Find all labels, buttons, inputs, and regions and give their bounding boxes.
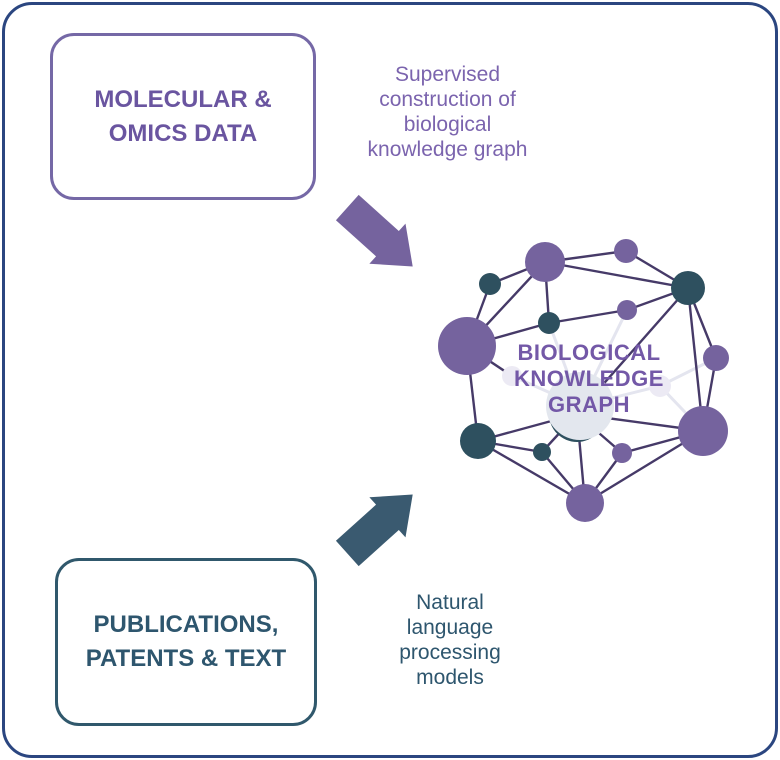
graph-node bbox=[566, 484, 604, 522]
graph-node bbox=[460, 423, 496, 459]
graph-node bbox=[612, 443, 632, 463]
nlp-caption: Natural language processing models bbox=[399, 591, 501, 689]
supervised-arrow bbox=[335, 194, 413, 267]
knowledge-graph-label: BIOLOGICAL KNOWLEDGE GRAPH bbox=[514, 340, 664, 417]
molecular-omics-box: MOLECULAR & OMICS DATA bbox=[50, 33, 316, 200]
graph-label-disc bbox=[546, 372, 614, 440]
graph-node bbox=[671, 271, 705, 305]
graph-node bbox=[502, 366, 522, 386]
graph-edge bbox=[543, 260, 690, 290]
graph-node bbox=[649, 375, 671, 397]
graph-node bbox=[438, 317, 496, 375]
graph-node bbox=[479, 273, 501, 295]
nlp-arrow bbox=[335, 494, 413, 567]
publications-patents-label: PUBLICATIONS, PATENTS & TEXT bbox=[85, 611, 287, 672]
graph-node bbox=[525, 242, 565, 282]
graph-node bbox=[538, 312, 560, 334]
supervised-caption: Supervised construction of biological kn… bbox=[367, 63, 528, 161]
graph-edge bbox=[547, 308, 629, 325]
graph-node bbox=[614, 239, 638, 263]
publications-patents-box: PUBLICATIONS, PATENTS & TEXT bbox=[55, 558, 317, 726]
graph-edge bbox=[476, 439, 587, 505]
graph-node bbox=[678, 406, 728, 456]
molecular-omics-label: MOLECULAR & OMICS DATA bbox=[94, 85, 272, 147]
graph-node bbox=[703, 345, 729, 371]
graph-node bbox=[533, 443, 551, 461]
graph-node bbox=[617, 300, 637, 320]
